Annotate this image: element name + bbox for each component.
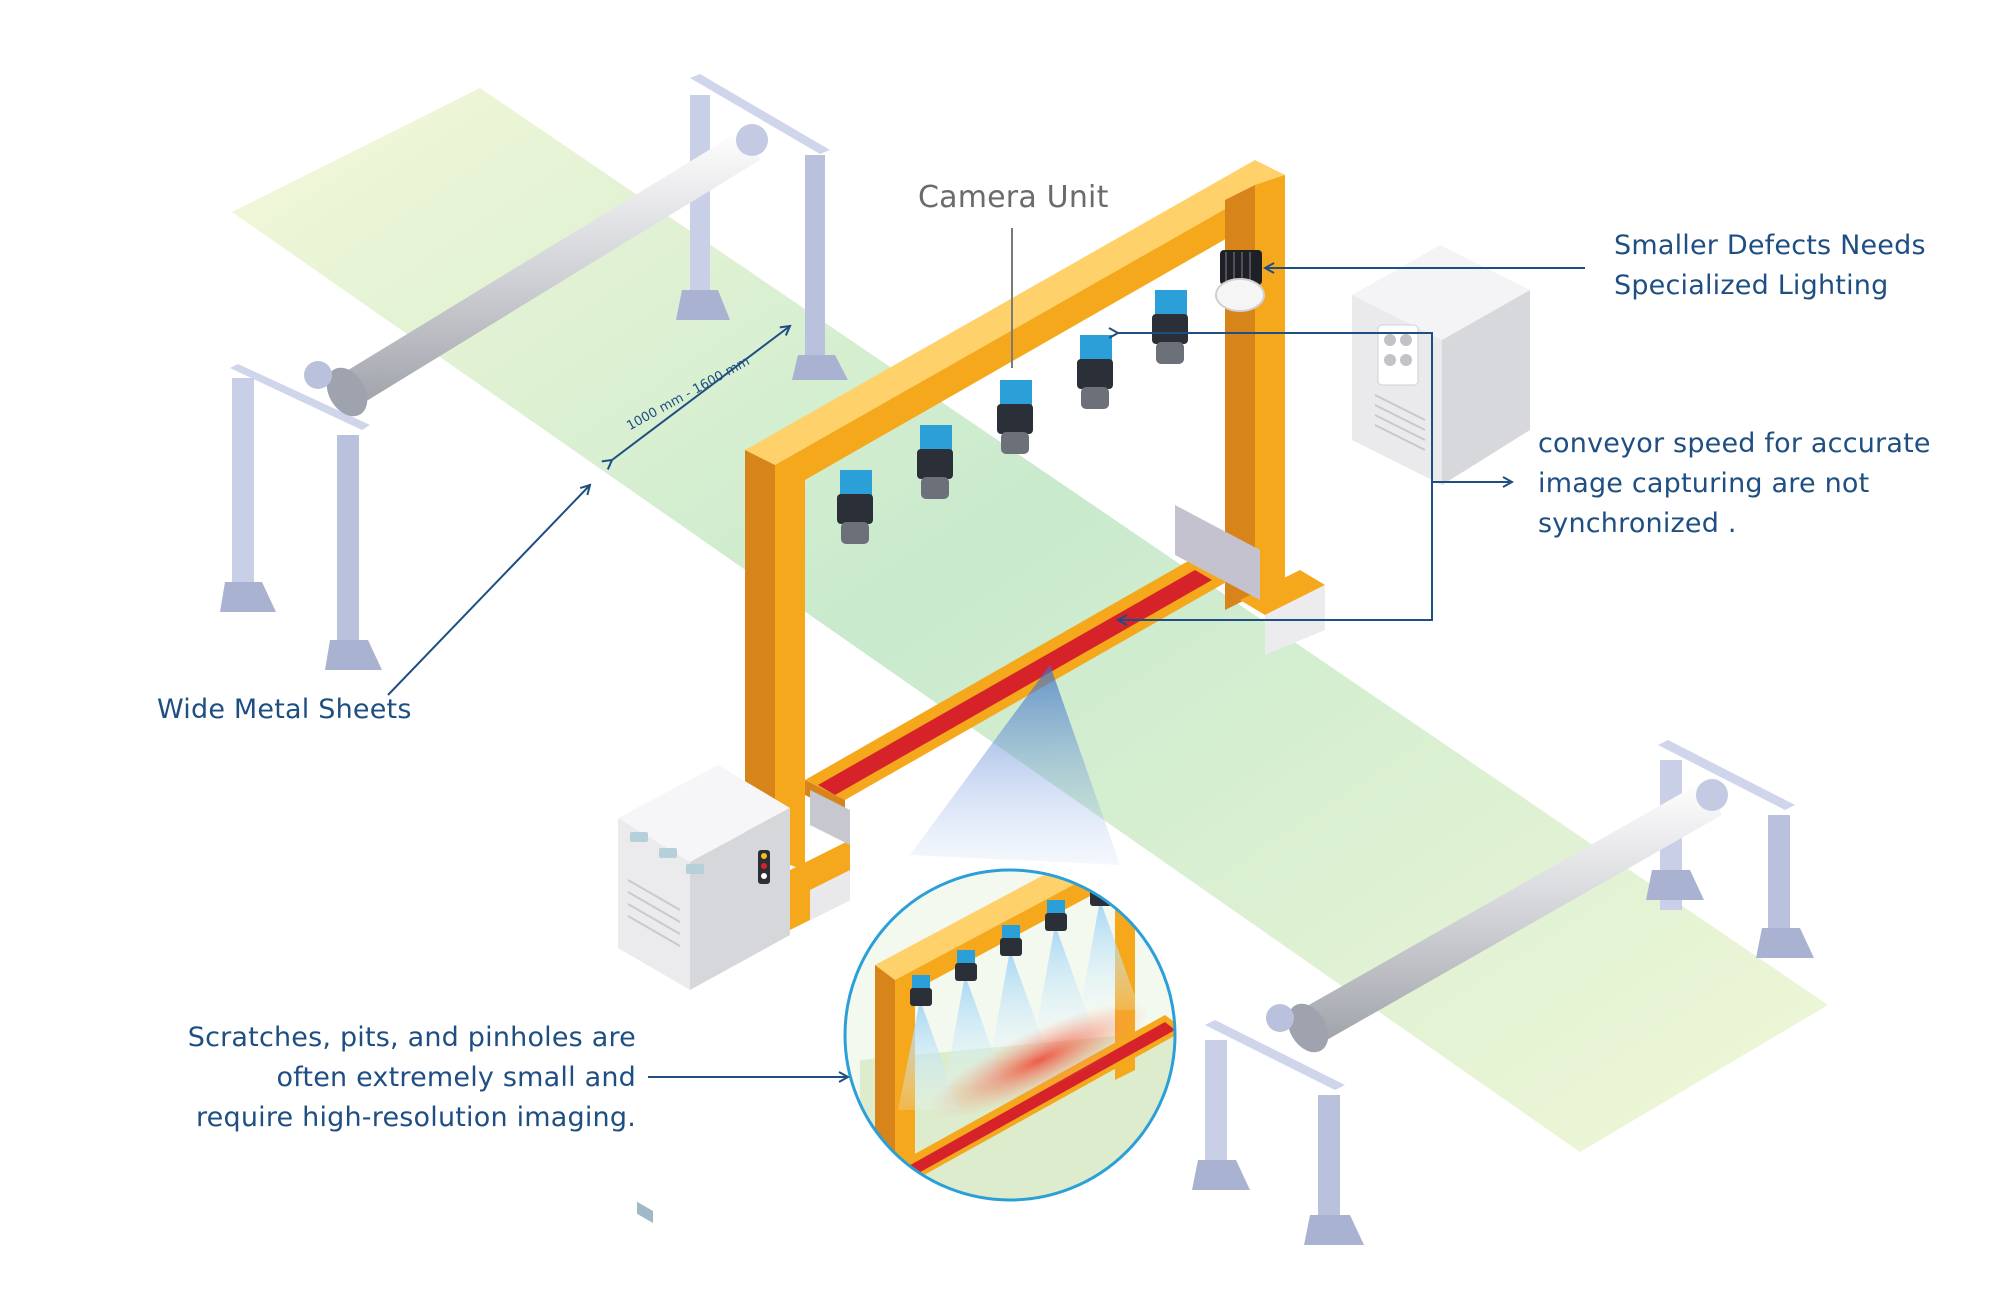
wide-sheets-text: Wide Metal Sheets (157, 694, 412, 725)
conveyor-line-3: synchronized . (1538, 508, 1737, 539)
camera-1 (837, 470, 873, 544)
camera-unit-text: Camera Unit (918, 180, 1109, 215)
camera-3 (997, 380, 1033, 454)
conveyor-label: conveyor speed for accurate image captur… (1538, 424, 1931, 544)
lighting-label: Smaller Defects Needs Specialized Lighti… (1614, 226, 1926, 306)
magnifier-ring (843, 868, 1177, 1202)
dimension-line (612, 326, 790, 460)
sheets-leader (387, 485, 590, 696)
camera-row (837, 290, 1188, 544)
light-unit (1215, 250, 1265, 312)
gantry-frame (745, 160, 1325, 930)
camera-2 (917, 425, 953, 499)
magnifier-inset (843, 868, 1177, 1202)
front-roller (1266, 779, 1728, 1053)
front-roller-stand (1192, 740, 1814, 1245)
rear-roller (304, 124, 768, 417)
camera-4 (1077, 335, 1113, 409)
defects-line-2: often extremely small and (276, 1062, 636, 1093)
conveyor-bracket (1118, 333, 1433, 620)
control-cabinet (1352, 245, 1530, 485)
inspection-cone (910, 665, 1120, 865)
lighting-line-2: Specialized Lighting (1614, 270, 1889, 301)
camera-5 (1152, 290, 1188, 364)
conveyor-line-2: image capturing are not (1538, 468, 1870, 499)
defects-line-1: Scratches, pits, and pinholes are (187, 1022, 636, 1053)
rear-roller-stand (220, 74, 848, 670)
wide-sheets-label: Wide Metal Sheets (157, 690, 412, 730)
callout-lines (387, 228, 1585, 1077)
camera-unit-label: Camera Unit (918, 178, 1109, 218)
defects-label: Scratches, pits, and pinholes are often … (118, 1018, 636, 1138)
conveyor-line-1: conveyor speed for accurate (1538, 428, 1931, 459)
control-box (618, 765, 790, 1224)
defects-line-3: require high-resolution imaging. (195, 1102, 636, 1133)
lighting-line-1: Smaller Defects Needs (1614, 230, 1926, 261)
